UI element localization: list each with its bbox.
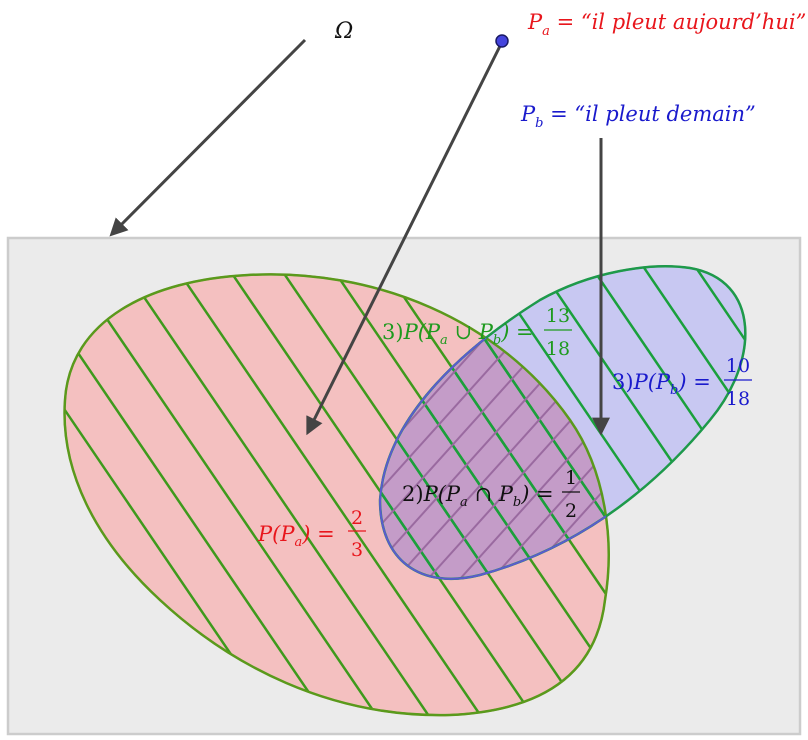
svg-text:2: 2 [351,507,363,529]
svg-text:3)P(Pa ∪ Pb) =: 3)P(Pa ∪ Pb) = [382,320,534,348]
svg-text:10: 10 [726,355,750,377]
prob-a-label: P(Pa) = 2 3 [257,507,366,561]
hatch-line [64,274,388,716]
pa-point[interactable] [495,34,509,48]
svg-text:2: 2 [565,500,577,522]
hatch-line [630,266,746,579]
svg-text:1: 1 [565,467,577,489]
cross-hatch-line [380,329,525,579]
pb-definition: Pb = “il pleut demain” [520,102,756,131]
union-outline-a [63,273,610,717]
prob-intersection-label: 2)P(Pa ∩ Pb) = 1 2 [402,467,580,522]
svg-text:13: 13 [546,305,570,327]
svg-text:3)P(Pb) =: 3)P(Pb) = [612,370,711,398]
hatch-line [682,266,746,579]
svg-text:P(Pa) =: P(Pa) = [257,522,335,550]
hatch-line [110,274,440,716]
hatch-line [380,266,596,579]
pa-definition: Pa = “il pleut aujourd’hui” [527,10,806,39]
svg-text:2)P(Pa ∩ Pb) =: 2)P(Pa ∩ Pb) = [402,482,554,510]
hatch-line [214,274,544,716]
cross-hatch-line [380,329,493,579]
svg-text:18: 18 [726,388,750,410]
prob-union-label: 3)P(Pa ∪ Pb) = 13 18 [382,305,572,360]
cross-hatch-line [408,329,609,579]
hatch-line [64,274,336,716]
hatch-line [162,274,492,716]
prob-b-label: 3)P(Pb) = 10 18 [612,355,752,410]
svg-text:3: 3 [351,539,363,561]
omega-arrow [109,38,307,237]
hatch-line [64,274,284,716]
hatch-line [380,266,648,579]
cross-hatch-line [380,329,557,579]
pa-arrow [306,41,504,436]
cross-hatch-line [440,329,609,579]
svg-text:18: 18 [546,338,570,360]
region-intersection [380,274,609,579]
omega-label: Ω [334,19,353,44]
